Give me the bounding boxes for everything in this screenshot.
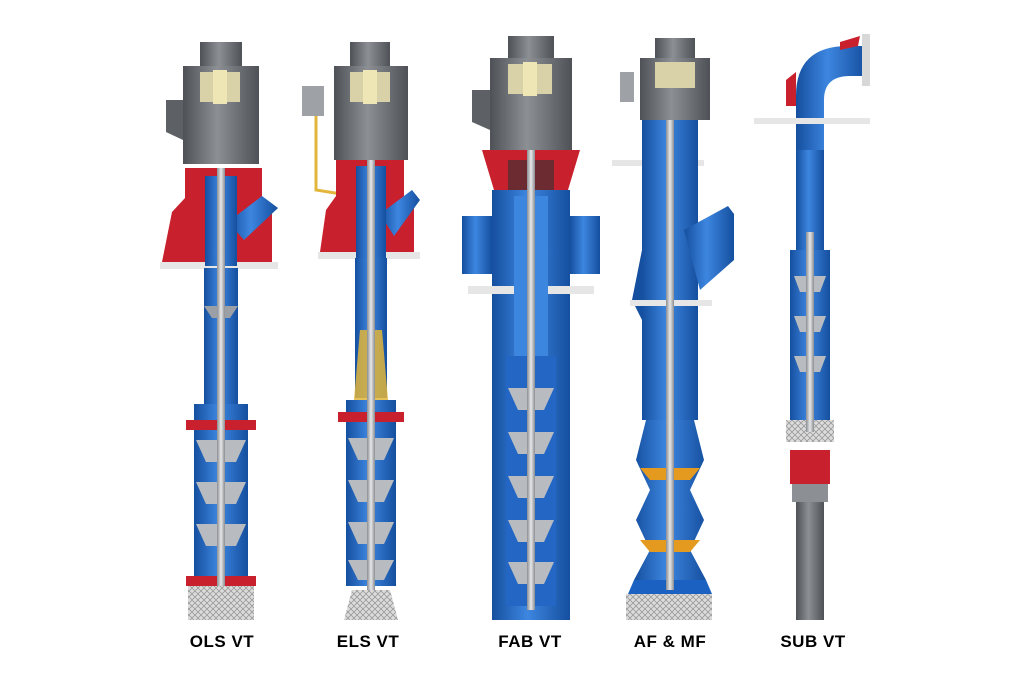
motor (472, 36, 572, 150)
submersible-motor (792, 484, 828, 620)
shaft (666, 120, 674, 590)
caption-els-vt: ELS VT (336, 632, 400, 651)
caption-ols-vt: OLS VT (189, 632, 255, 651)
discharge-elbow (754, 34, 870, 150)
pump-af-mf (612, 38, 734, 620)
suction-bell (344, 590, 398, 620)
pump-fab-vt (462, 36, 600, 620)
pump-sub-vt (754, 34, 870, 620)
shaft (527, 150, 535, 610)
column-and-elbow (630, 120, 734, 420)
caption-fab-vt: FAB VT (498, 632, 562, 651)
pump-els-vt (302, 42, 420, 620)
suction-strainer (188, 586, 254, 620)
shaft (217, 168, 225, 608)
pump-ols-vt (160, 42, 278, 620)
caption-sub-vt: SUB VT (780, 632, 846, 651)
shaft (367, 160, 375, 610)
bowl-assembly (786, 250, 834, 484)
suction-strainer (626, 594, 712, 620)
motor (302, 42, 408, 198)
motor (166, 42, 259, 164)
caption-af-mf: AF & MF (633, 632, 707, 651)
shaft (806, 232, 814, 432)
